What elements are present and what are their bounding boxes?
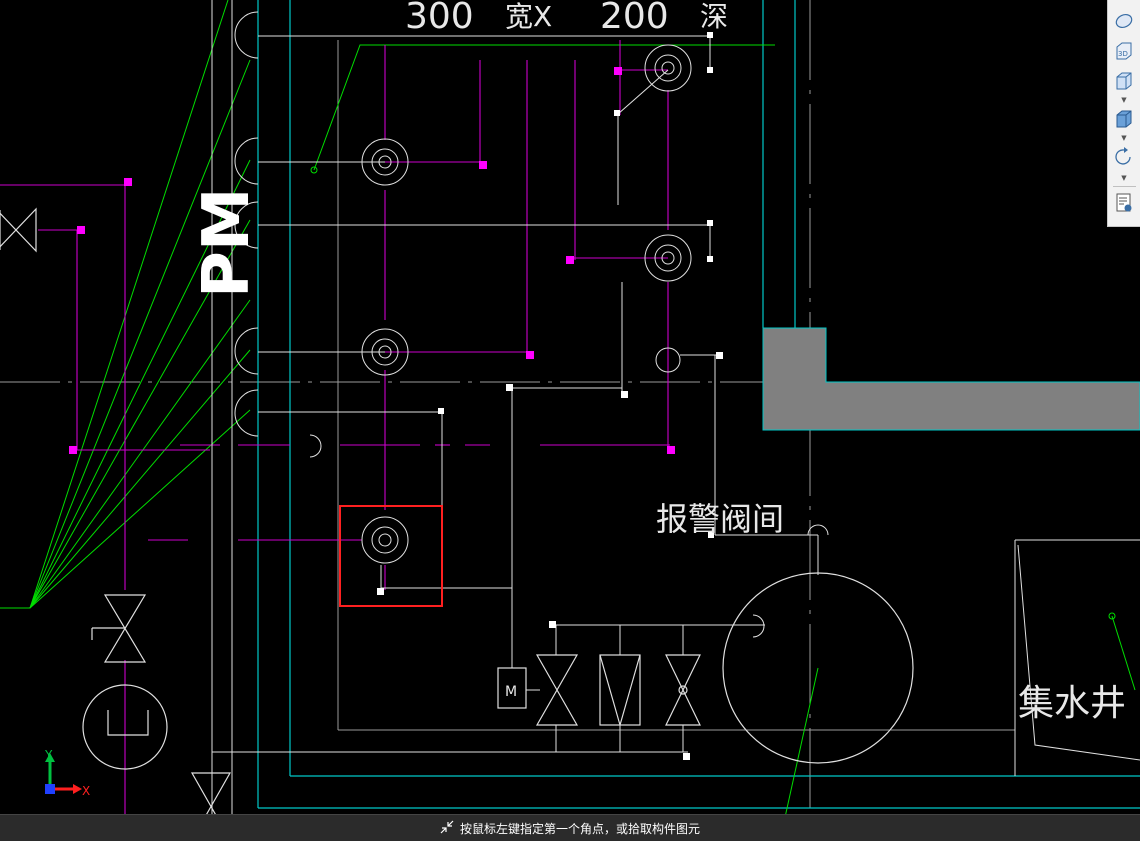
cube-view-dropdown-icon[interactable]: ▼ (1121, 96, 1127, 104)
motor-label: M (505, 684, 517, 700)
sprinkler-pipes (0, 40, 670, 840)
motor-box (497, 667, 527, 709)
check-valve-1 (535, 654, 579, 726)
gate-valve-left (0, 207, 37, 253)
status-bar: 按鼠标左键指定第一个角点，或拾取构件图元 (0, 814, 1140, 841)
view-3d-icon[interactable]: 3D (1112, 40, 1136, 62)
view-toolbar: 3D ▼ ▼ ▼ (1107, 0, 1140, 227)
vertical-valve (91, 594, 147, 663)
white-pipes (211, 0, 1140, 840)
ucs-icon: Y X (44, 748, 90, 798)
sprinkler-head (361, 138, 409, 186)
properties-view-icon[interactable] (1112, 192, 1136, 214)
view-orbit-icon[interactable] (1112, 10, 1136, 32)
dimension-left: 300 (405, 0, 474, 37)
walls (257, 0, 1140, 809)
small-fitting (655, 347, 681, 373)
cube-shaded-dropdown-icon[interactable]: ▼ (1121, 134, 1127, 142)
sprinkler-head (644, 234, 692, 282)
check-valve-3 (665, 654, 701, 726)
dimension-width-label: 宽X (505, 0, 552, 33)
cube-view-icon[interactable] (1112, 70, 1136, 92)
leader-dot (310, 166, 318, 174)
sump-label: 集水井 (1018, 683, 1126, 724)
alarm-valve-room-label: 报警阀间 (656, 500, 784, 538)
rotate-dropdown-icon[interactable]: ▼ (1121, 174, 1127, 182)
dimension-depth-label: 深 (700, 0, 728, 33)
pump-symbol (82, 684, 168, 770)
selection-box[interactable] (339, 505, 443, 607)
ucs-x-label: X (82, 784, 90, 798)
valves (0, 207, 701, 840)
sprinkler-head (361, 516, 409, 564)
sprinkler-head (644, 44, 692, 92)
riser-semicircles (234, 11, 829, 638)
sprinkler-head (361, 328, 409, 376)
cube-shaded-icon[interactable] (1112, 108, 1136, 130)
select-cursor-icon (440, 819, 454, 838)
rotate-icon[interactable] (1112, 146, 1136, 168)
concrete-slab (762, 327, 1140, 431)
pipe-grips[interactable] (69, 67, 675, 454)
sprinkler-heads (361, 44, 692, 564)
leader-dot (1108, 612, 1116, 620)
drawing-text: 300 宽X 200 深 PM 报警阀间 集水井 M (190, 0, 1126, 724)
dimension-right: 200 (600, 0, 669, 37)
sump-pit-circle (722, 572, 914, 764)
check-valve-2 (599, 654, 641, 728)
toolbar-divider (1113, 186, 1136, 187)
status-prompt: 按鼠标左键指定第一个角点，或拾取构件图元 (459, 821, 700, 836)
grips[interactable] (377, 32, 723, 760)
ucs-y-label: Y (44, 748, 53, 762)
pm-label: PM (190, 187, 264, 298)
view-3d-label: 3D (1118, 50, 1128, 58)
